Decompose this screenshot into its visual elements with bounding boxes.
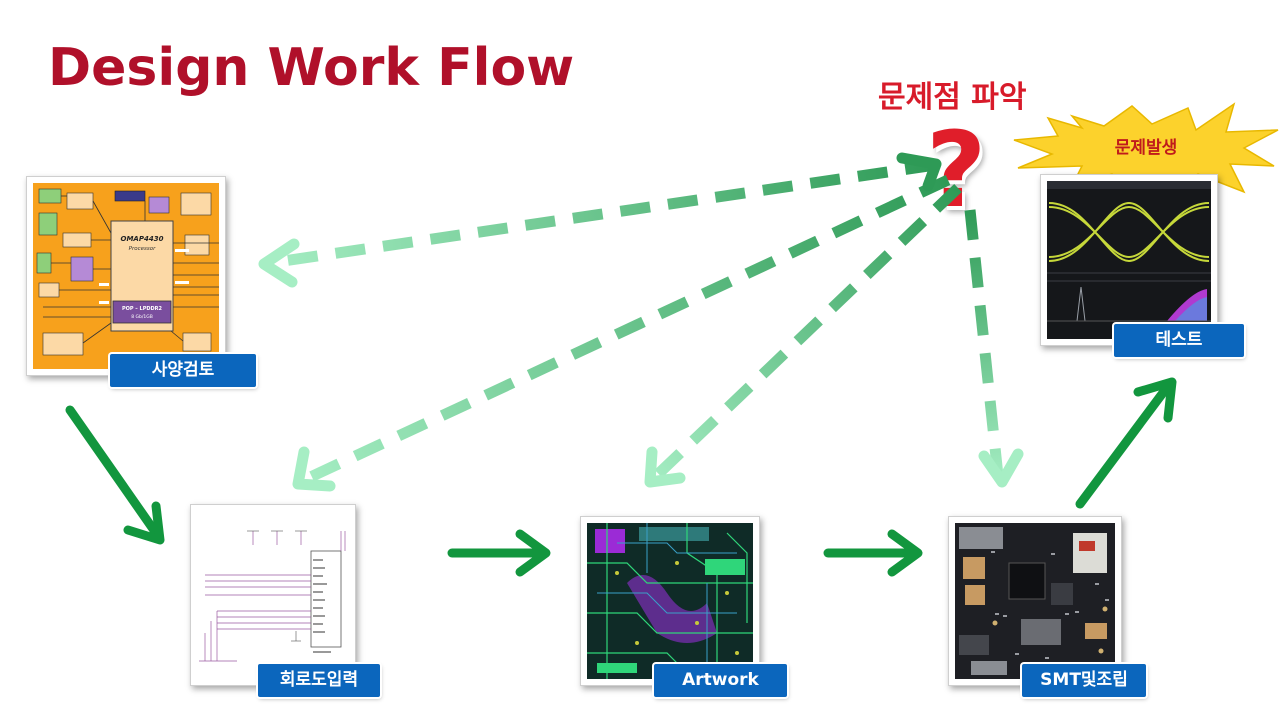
flow-arrowhead-schematic-to-artwork xyxy=(515,529,551,577)
flow-arrowhead-artwork-to-smt xyxy=(887,529,923,577)
flow-arrowhead-smt-to-test xyxy=(1133,377,1177,423)
smt-assembly-image xyxy=(948,516,1122,686)
feedback-arrowhead-spec-review xyxy=(258,238,300,288)
test-image xyxy=(1040,174,1218,346)
schematic-entry-image xyxy=(190,504,356,686)
feedback-arrow-to-artwork xyxy=(650,184,962,482)
step-label-test: 테스트 xyxy=(1114,324,1244,357)
problem-occurred-label: 문제발생 xyxy=(1114,138,1178,158)
flow-arrowhead-spec-to-schematic xyxy=(123,501,165,545)
step-label-schematic-entry: 회로도입력 xyxy=(258,664,380,697)
page-title: Design Work Flow xyxy=(48,38,575,98)
step-label-smt-assembly: SMT및조립 xyxy=(1022,664,1146,697)
chip-name-text: OMAP4430 xyxy=(121,235,164,243)
feedback-arrow-to-schematic xyxy=(301,175,951,485)
memory-name-text: POP – LPDDR2 xyxy=(122,306,163,312)
feedback-arrowhead-schematic xyxy=(292,446,336,492)
memory-sub-text: 8 Gb/1GB xyxy=(131,314,153,320)
step-label-artwork: Artwork xyxy=(654,664,787,697)
chip-sub-text: Processor xyxy=(129,246,156,252)
flow-arrow-spec-to-schematic xyxy=(65,405,163,541)
feedback-arrow-to-spec-review xyxy=(269,159,936,269)
block-diagram-illustration: OMAP4430 Processor POP – LPDDR2 8 Gb/1GB xyxy=(33,183,219,369)
flow-arrow-smt-to-test xyxy=(1075,381,1173,509)
pcb-layout-illustration xyxy=(587,523,753,679)
assembled-board-illustration xyxy=(955,523,1115,679)
step-label-spec-review: 사양검토 xyxy=(110,354,256,387)
question-mark-icon: ? xyxy=(926,109,987,231)
problem-identify-label: 문제점 파악 xyxy=(878,80,1027,115)
feedback-arrowhead-smt xyxy=(978,448,1024,488)
feedback-arrow-to-smt xyxy=(964,209,1004,477)
spec-review-image: OMAP4430 Processor POP – LPDDR2 8 Gb/1GB xyxy=(26,176,226,376)
schematic-illustration xyxy=(197,511,349,679)
artwork-image xyxy=(580,516,760,686)
eye-diagram-illustration xyxy=(1047,181,1211,339)
feedback-arrowhead-artwork xyxy=(644,446,686,488)
